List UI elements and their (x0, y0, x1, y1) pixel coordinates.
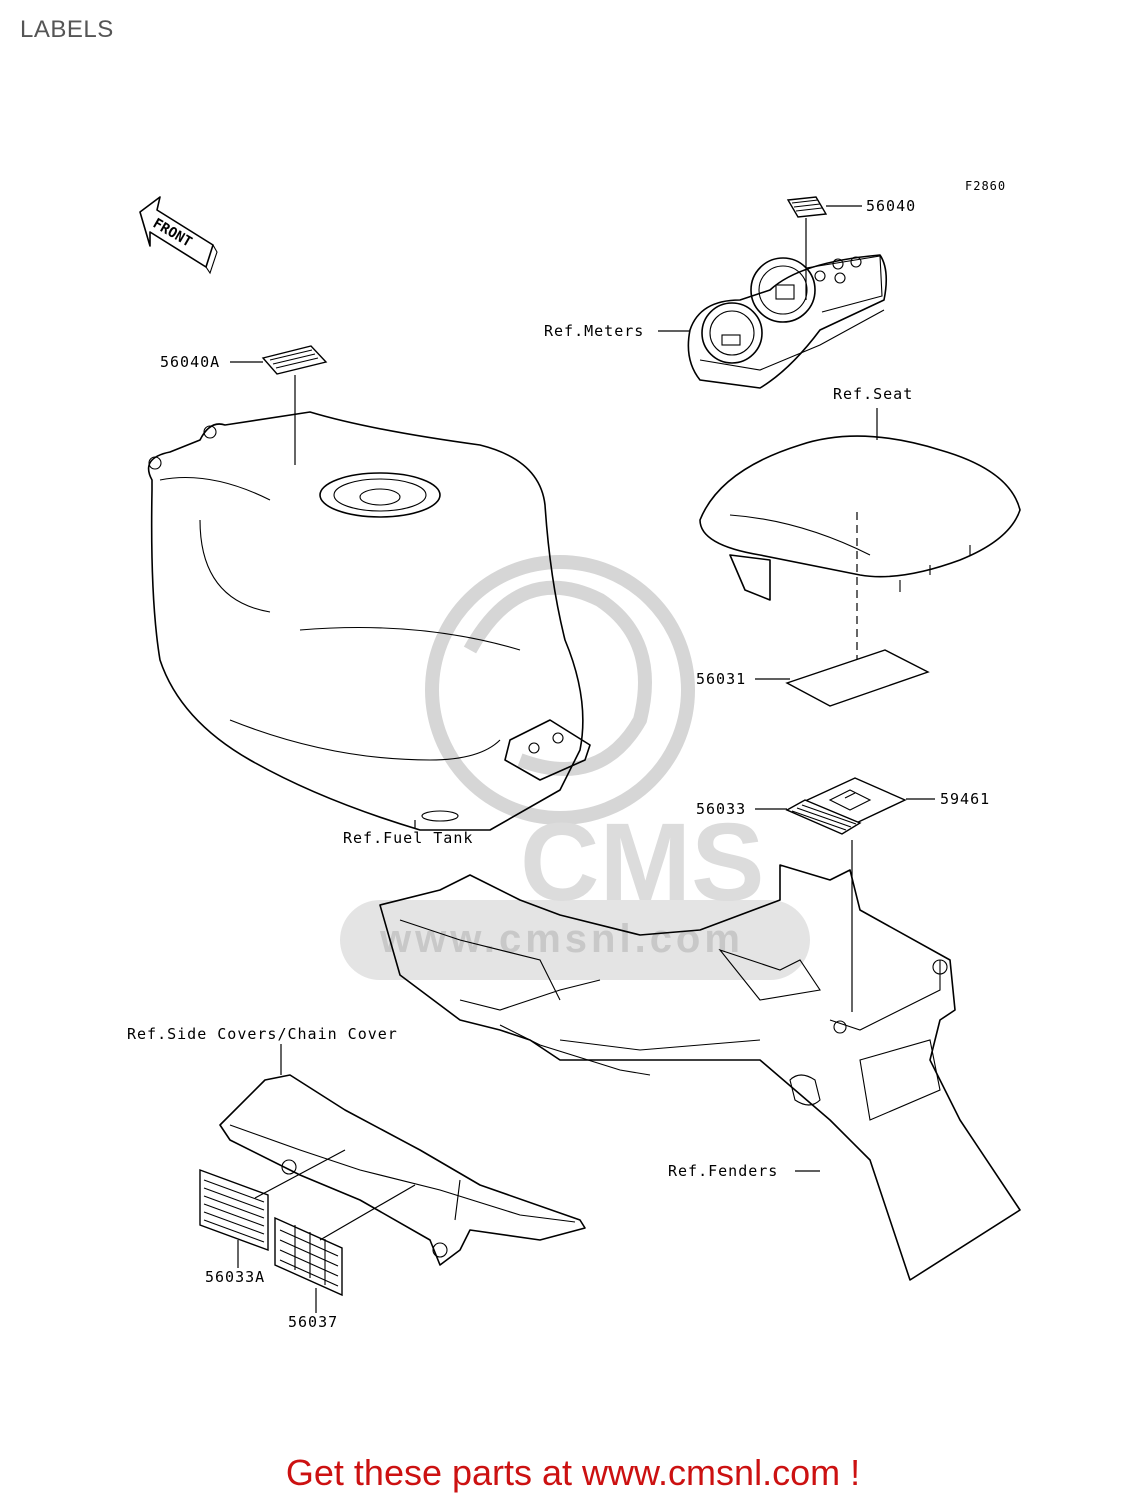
watermark-logo: CMS www.cmsnl.com (340, 555, 810, 980)
chain-cover (219, 1074, 586, 1266)
callout-ref-seat: Ref.Seat (833, 385, 913, 403)
callout-ref-side-covers: Ref.Side Covers/Chain Cover (127, 1025, 398, 1043)
callout-56031: 56031 (696, 670, 746, 688)
watermark-url: www.cmsnl.com (379, 917, 744, 961)
callout-56040A: 56040A (160, 353, 220, 371)
promo-link[interactable]: Get these parts at www.cmsnl.com ! (285, 1452, 861, 1493)
label-56037 (274, 1216, 343, 1297)
callout-ref-meters: Ref.Meters (544, 322, 644, 340)
callout-59461: 59461 (940, 790, 990, 808)
parts-diagram: CMS www.cmsnl.com F2860 FRONT 56040 Ref.… (127, 179, 1021, 1331)
fuel-tank (147, 411, 591, 831)
figure-code: F2860 (965, 179, 1006, 193)
page-title: LABELS (20, 16, 114, 43)
label-56033A (199, 1168, 269, 1252)
callout-56033: 56033 (696, 800, 746, 818)
watermark-cms: CMS (520, 801, 764, 924)
front-arrow-icon: FRONT (139, 196, 218, 275)
seat (699, 435, 1021, 601)
label-56033 (785, 799, 862, 835)
meters-assembly (687, 254, 888, 389)
callout-56033A: 56033A (205, 1268, 265, 1286)
label-56040 (786, 196, 828, 218)
label-56040A (261, 345, 328, 375)
label-56031 (785, 649, 930, 707)
callout-ref-fenders: Ref.Fenders (668, 1162, 778, 1180)
callout-56037: 56037 (288, 1313, 338, 1331)
callout-56040: 56040 (866, 197, 916, 215)
callout-ref-fuel-tank: Ref.Fuel Tank (343, 829, 473, 847)
rear-fender (379, 864, 1021, 1281)
